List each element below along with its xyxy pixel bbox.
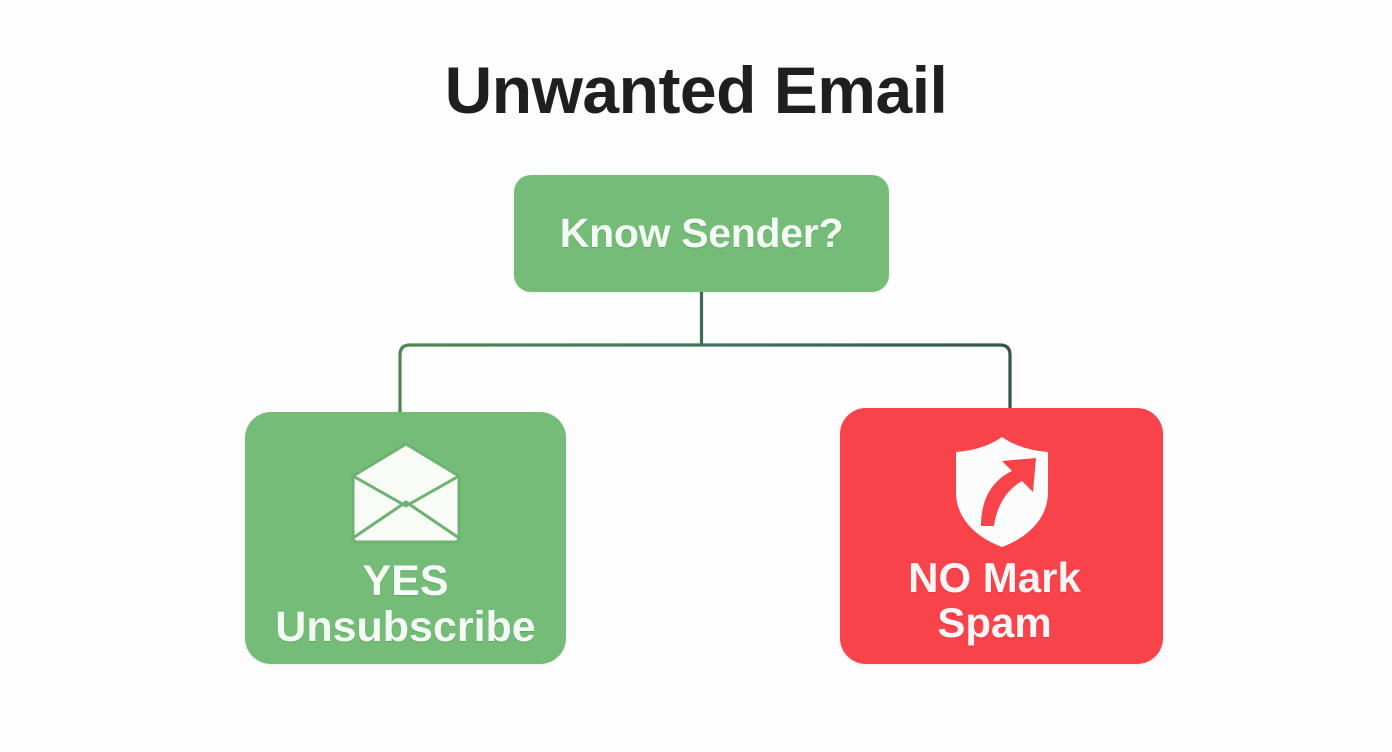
connector-branch bbox=[398, 343, 1012, 412]
branch-node-yes-unsubscribe[interactable]: YES Unsubscribe bbox=[245, 412, 566, 664]
branch-no-line1: NO Mark bbox=[908, 554, 1081, 601]
branch-yes-line1: YES bbox=[362, 557, 449, 605]
shield-arrow-icon bbox=[840, 434, 1163, 550]
branch-yes-line2: Unsubscribe bbox=[275, 603, 536, 651]
branch-node-no-label: NO Mark Spam bbox=[798, 554, 1191, 646]
decision-node-know-sender[interactable]: Know Sender? bbox=[514, 175, 889, 292]
page-title: Unwanted Email bbox=[444, 53, 948, 127]
branch-node-yes-label: YES Unsubscribe bbox=[205, 558, 606, 650]
branch-node-no-mark-spam[interactable]: NO Mark Spam bbox=[840, 408, 1163, 664]
branch-no-line2: Spam bbox=[937, 598, 1052, 646]
decision-node-label: Know Sender? bbox=[559, 210, 844, 256]
open-envelope-icon bbox=[245, 442, 566, 546]
